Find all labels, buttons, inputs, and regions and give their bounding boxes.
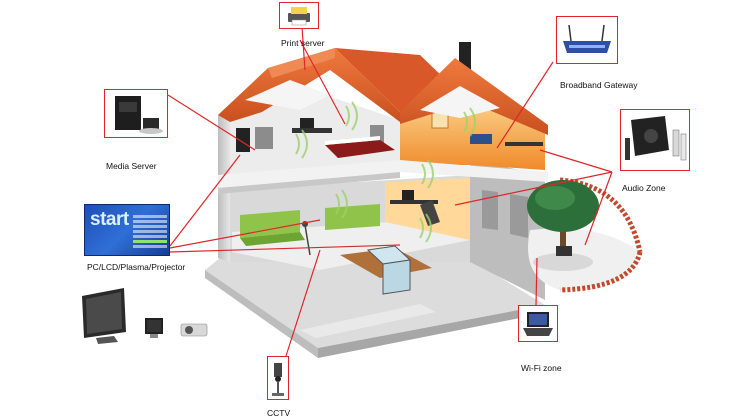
laptop-icon bbox=[523, 312, 553, 336]
wifi-zone-box bbox=[518, 305, 558, 342]
furniture bbox=[236, 118, 543, 295]
media-server-box bbox=[104, 89, 168, 138]
audio-zone-box bbox=[620, 109, 690, 171]
callout-lines bbox=[167, 26, 613, 357]
pc-lcd-label: PC/LCD/Plasma/Projector bbox=[87, 262, 186, 272]
cctv-label: CCTV bbox=[267, 408, 291, 418]
monitor-icon bbox=[145, 318, 163, 338]
broadband-gateway-box bbox=[556, 16, 618, 64]
wifi-halos bbox=[295, 101, 476, 243]
audio-zone-label: Audio Zone bbox=[622, 183, 666, 193]
print-server-box bbox=[279, 2, 319, 29]
roof bbox=[218, 42, 548, 135]
media-server-label: Media Server bbox=[106, 161, 157, 171]
speaker-icon bbox=[625, 116, 687, 161]
broadband-gateway-label: Broadband Gateway bbox=[560, 80, 638, 90]
cctv-box bbox=[267, 356, 289, 400]
projector-icon bbox=[180, 323, 208, 337]
tv-icon bbox=[82, 288, 126, 344]
print-server-label: Print server bbox=[281, 38, 325, 48]
start-menu-list bbox=[133, 215, 167, 250]
router-icon bbox=[563, 24, 611, 53]
display-devices bbox=[82, 288, 208, 344]
yard bbox=[527, 177, 643, 293]
camera-icon bbox=[272, 363, 284, 396]
media-server-icon bbox=[115, 96, 163, 134]
ground-slab bbox=[205, 250, 545, 358]
wifi-zone-label: Wi-Fi zone bbox=[521, 363, 562, 373]
start-screen-word: start bbox=[90, 209, 129, 230]
start-screen-icon: start bbox=[84, 204, 170, 256]
printer-icon bbox=[288, 7, 310, 26]
